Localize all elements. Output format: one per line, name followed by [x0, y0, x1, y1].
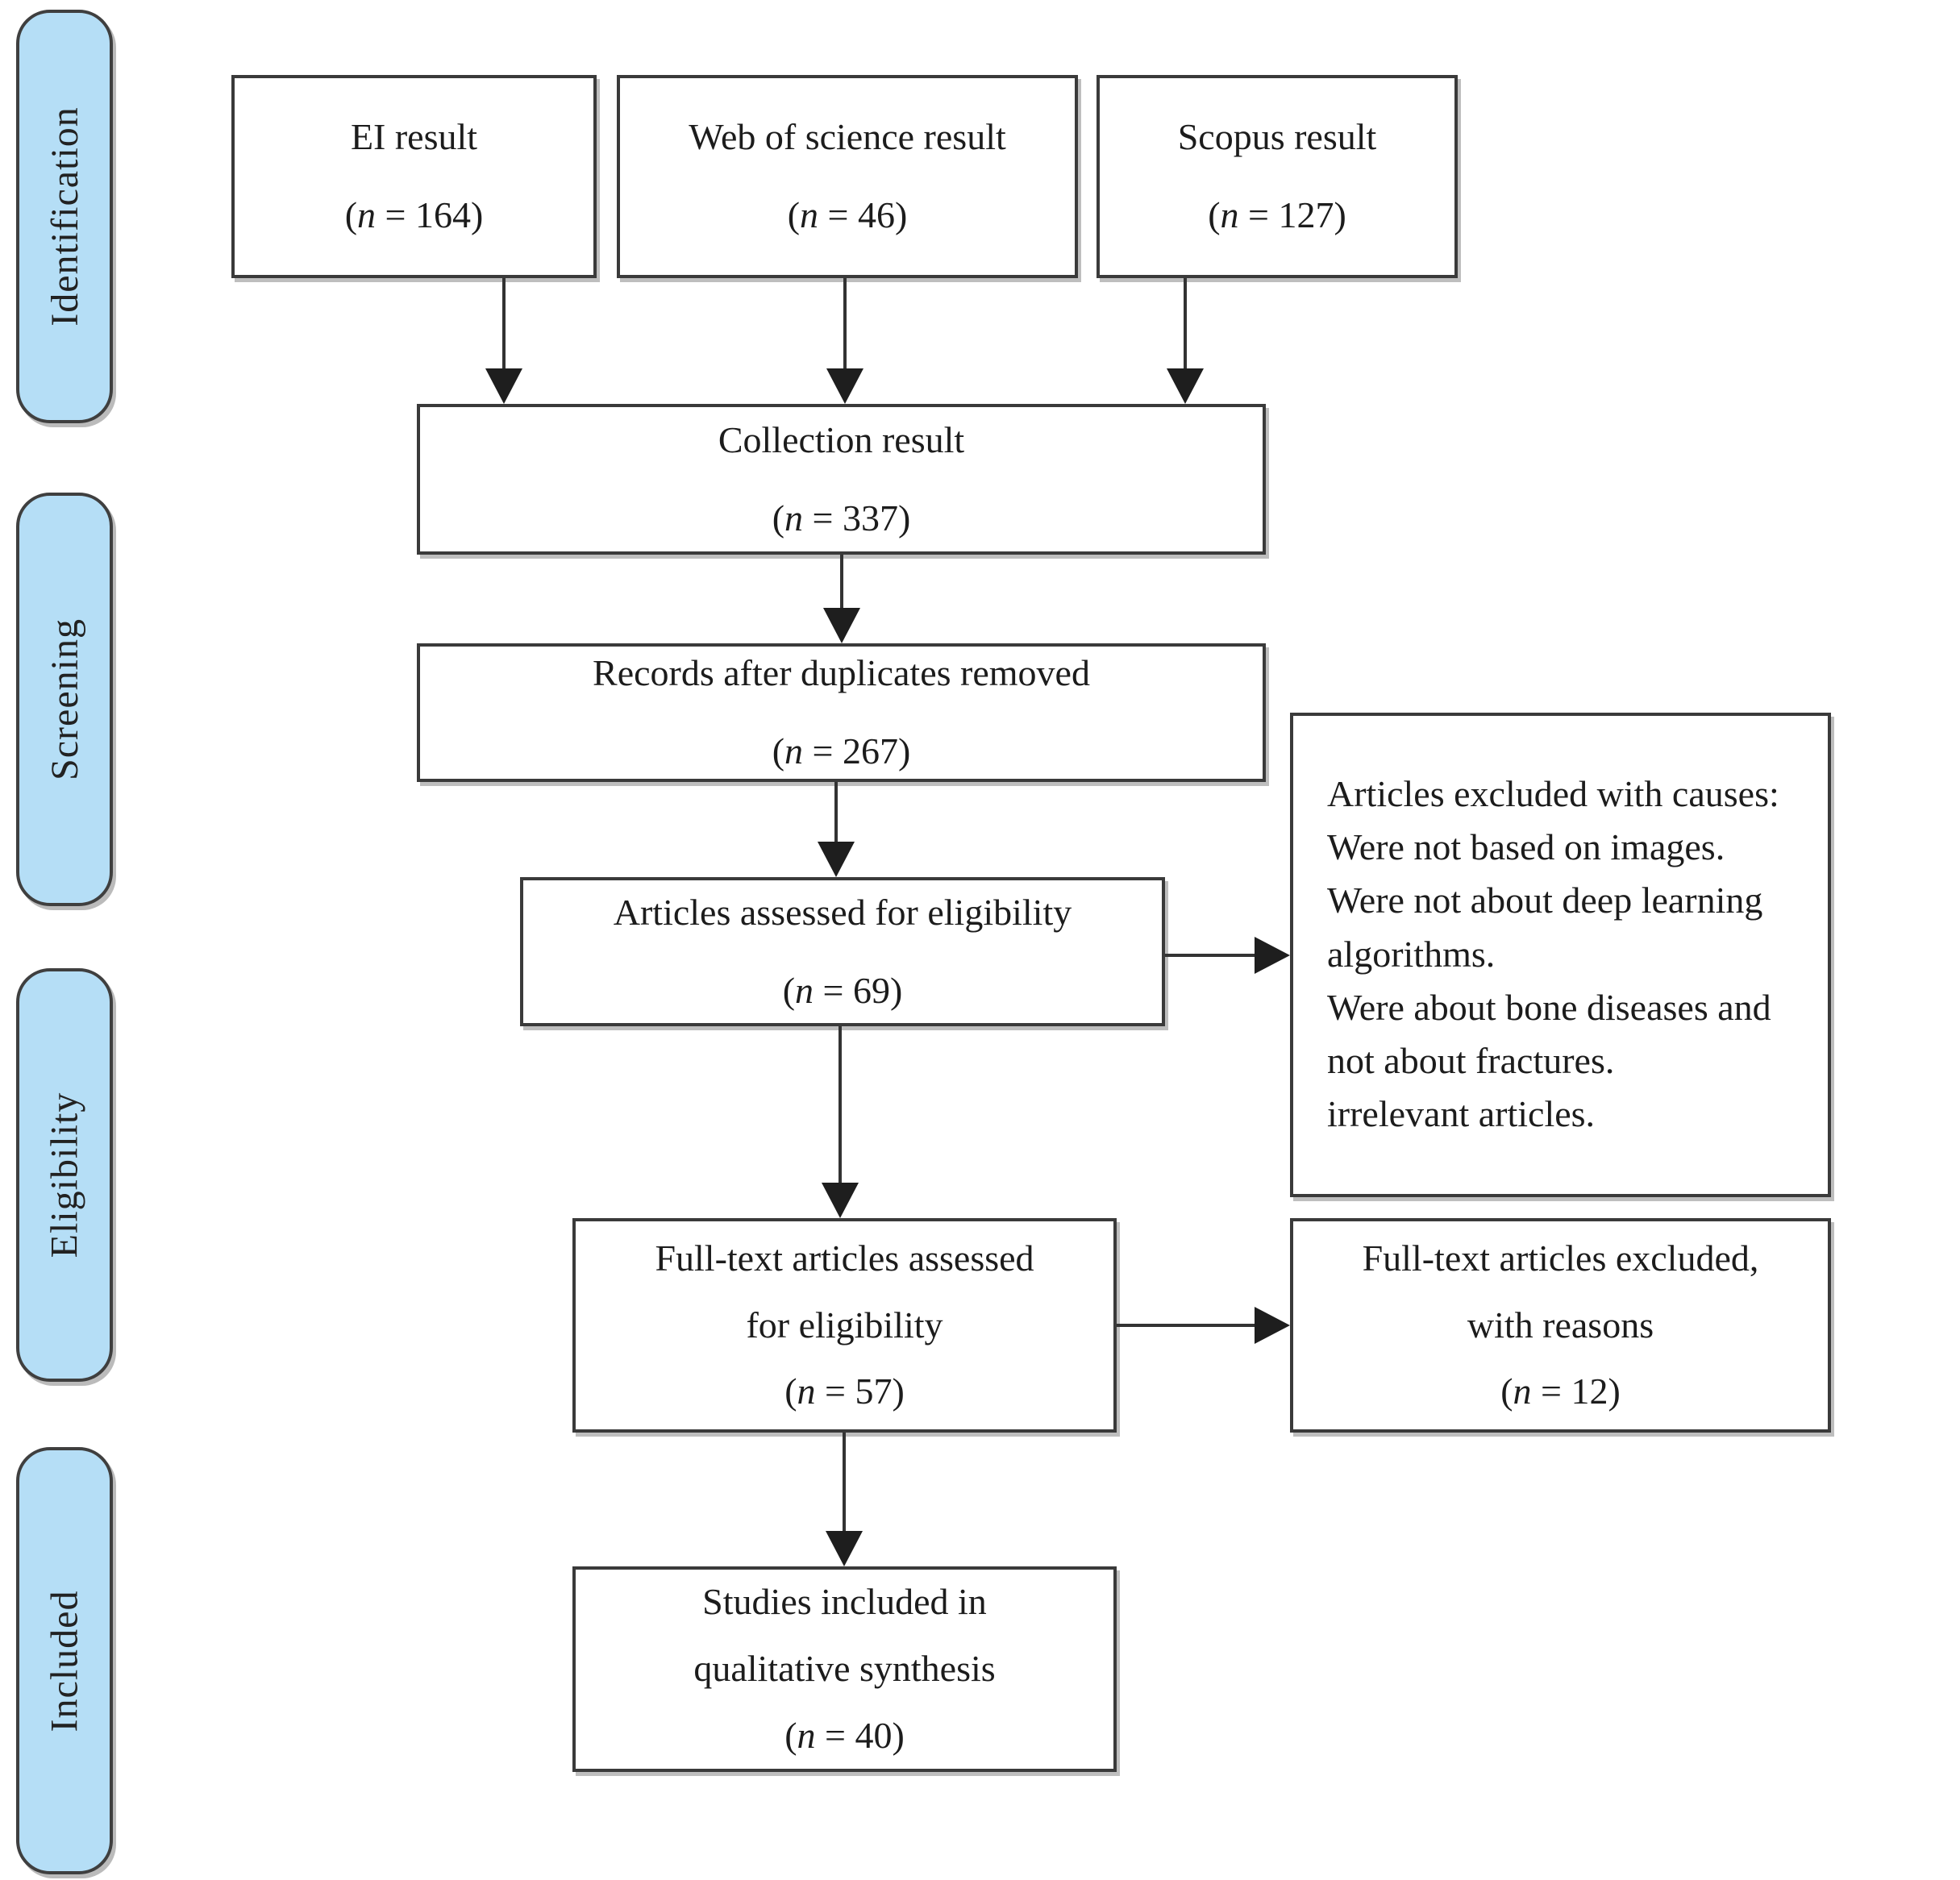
arrow-assessed-to-excluded-line	[1165, 954, 1258, 957]
ei-result-title: EI result	[350, 116, 478, 158]
stage-identification-label: Identification	[43, 106, 86, 327]
fulltext-excluded-count: (n = 12)	[1500, 1370, 1621, 1412]
included-line2: qualitative synthesis	[693, 1648, 996, 1690]
arrow-scopus-to-collection-line	[1184, 278, 1187, 373]
arrow-fulltext-to-included-head	[826, 1531, 863, 1566]
box-web-of-science-result: Web of science result (n = 46)	[617, 75, 1078, 278]
assessed-count: (n = 69)	[782, 969, 903, 1011]
box-ei-result: EI result (n = 164)	[231, 75, 597, 278]
arrow-assessed-to-fulltext-line	[839, 1026, 842, 1187]
box-scopus-result: Scopus result (n = 127)	[1097, 75, 1458, 278]
fulltext-excluded-line2: with reasons	[1467, 1304, 1654, 1346]
assessed-title: Articles assessed for eligibility	[613, 891, 1072, 933]
box-fulltext-assessed: Full-text articles assessed for eligibil…	[572, 1218, 1117, 1433]
box-articles-assessed: Articles assessed for eligibility (n = 6…	[520, 877, 1165, 1026]
arrow-fulltext-to-excluded-head	[1255, 1307, 1290, 1344]
arrow-assessed-to-fulltext-head	[822, 1183, 859, 1218]
web-of-science-count: (n = 46)	[787, 194, 908, 235]
stage-eligibility: Eligibility	[16, 968, 113, 1382]
ei-result-count: (n = 164)	[344, 194, 484, 235]
arrow-dedup-to-assessed-head	[818, 842, 855, 877]
arrow-wos-to-collection-head	[826, 368, 863, 404]
excluded-causes-line: Were about bone diseases and not about f…	[1327, 986, 1771, 1082]
arrow-wos-to-collection-line	[843, 278, 847, 373]
arrow-fulltext-to-included-line	[843, 1433, 846, 1534]
scopus-title: Scopus result	[1177, 116, 1377, 158]
scopus-count: (n = 127)	[1208, 194, 1346, 235]
arrow-collection-to-dedup-head	[823, 608, 860, 643]
stage-identification: Identification	[16, 10, 113, 423]
included-line1: Studies included in	[702, 1581, 987, 1623]
fulltext-count: (n = 57)	[784, 1370, 905, 1412]
stage-eligibility-label: Eligibility	[43, 1092, 86, 1258]
excluded-causes-line: Were not about deep learning algorithms.	[1327, 880, 1763, 975]
excluded-causes-line: Were not based on images.	[1327, 826, 1725, 868]
collection-title: Collection result	[718, 418, 965, 460]
arrow-ei-to-collection-line	[502, 278, 506, 373]
dedup-title: Records after duplicates removed	[593, 652, 1090, 694]
stage-screening-label: Screening	[43, 618, 86, 780]
stage-included-label: Included	[43, 1590, 86, 1732]
web-of-science-title: Web of science result	[689, 116, 1006, 158]
stage-included: Included	[16, 1447, 113, 1874]
excluded-causes-line: Articles excluded with causes:	[1327, 773, 1779, 814]
included-count: (n = 40)	[784, 1714, 905, 1756]
arrow-assessed-to-excluded-head	[1255, 937, 1290, 974]
box-collection-result: Collection result (n = 337)	[417, 404, 1266, 555]
arrow-ei-to-collection-head	[485, 368, 522, 404]
dedup-count: (n = 267)	[772, 730, 911, 772]
arrow-collection-to-dedup-line	[840, 555, 843, 611]
box-fulltext-excluded: Full-text articles excluded, with reason…	[1290, 1218, 1831, 1433]
box-studies-included: Studies included in qualitative synthesi…	[572, 1566, 1117, 1772]
box-records-after-duplicates: Records after duplicates removed (n = 26…	[417, 643, 1266, 782]
arrow-dedup-to-assessed-line	[834, 782, 838, 845]
collection-count: (n = 337)	[772, 497, 911, 539]
fulltext-line1: Full-text articles assessed	[655, 1237, 1034, 1279]
stage-screening: Screening	[16, 493, 113, 906]
excluded-causes-line: irrelevant articles.	[1327, 1093, 1596, 1135]
arrow-fulltext-to-excluded-line	[1117, 1324, 1258, 1327]
box-articles-excluded-causes: Articles excluded with causes: Were not …	[1290, 713, 1831, 1197]
fulltext-line2: for eligibility	[746, 1304, 943, 1346]
fulltext-excluded-line1: Full-text articles excluded,	[1362, 1237, 1759, 1279]
arrow-scopus-to-collection-head	[1167, 368, 1204, 404]
